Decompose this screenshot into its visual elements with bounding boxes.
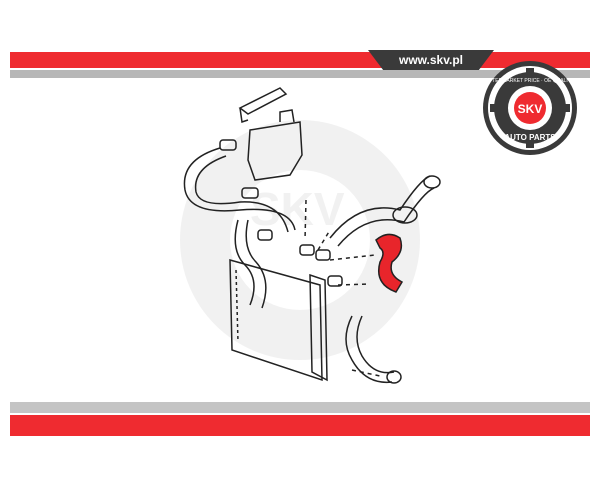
top-red-band: [10, 52, 590, 78]
radiator-hose-diagram: [183, 87, 441, 384]
highlighted-hose: [375, 233, 404, 293]
website-url[interactable]: www.skv.pl: [398, 53, 464, 67]
url-tab: [368, 50, 494, 70]
gear-logo-icon: SKV AFTERMARKET PRICE · OE QUALITY AUTO …: [483, 61, 577, 155]
logo-arc-bottom: AUTO PARTS: [504, 133, 556, 142]
watermark-text: SKV: [250, 183, 345, 235]
bottom-red-band: [10, 402, 590, 436]
logo-brand: SKV: [518, 102, 543, 116]
logo-arc-top: AFTERMARKET PRICE · OE QUALITY: [486, 78, 575, 84]
